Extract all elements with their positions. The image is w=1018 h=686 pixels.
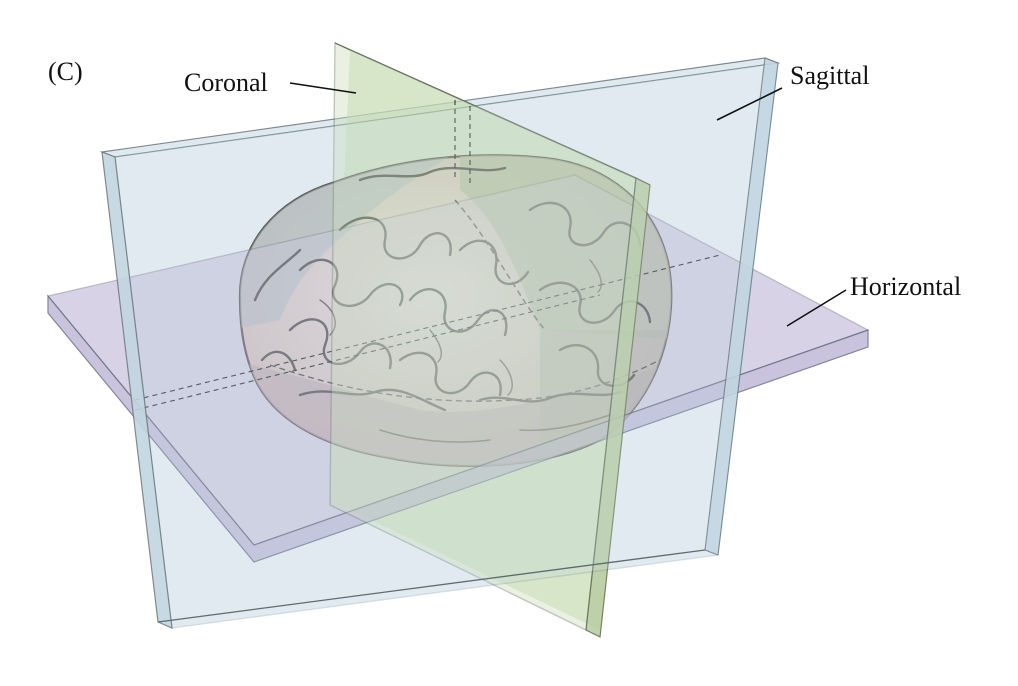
panel-label: (C) (48, 57, 83, 86)
label-sagittal: Sagittal (790, 61, 869, 90)
label-coronal: Coronal (184, 68, 268, 97)
label-horizontal: Horizontal (850, 272, 961, 301)
